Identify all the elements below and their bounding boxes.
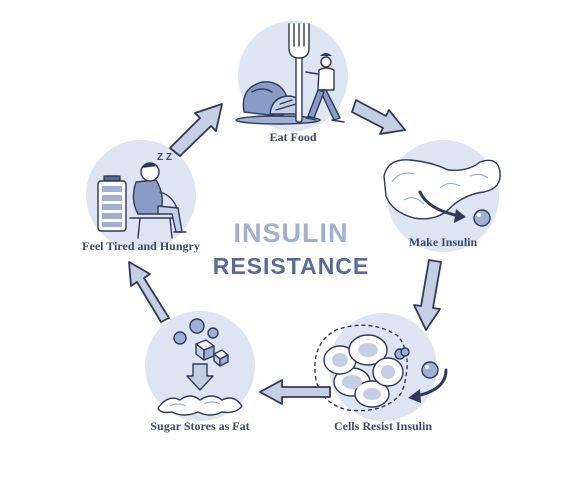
- arrow-insulin-to-cells: [413, 259, 442, 331]
- make-insulin-label: Make Insulin: [409, 235, 478, 249]
- title-line-2: RESISTANCE: [213, 253, 370, 279]
- center-title: INSULIN RESISTANCE: [213, 218, 370, 279]
- food-plate-icon: [235, 81, 321, 125]
- stage-sugar-stores: Sugar Stores as Fat: [145, 311, 255, 433]
- stage-eat-food: Eat Food: [235, 21, 348, 144]
- arrow-eat-to-insulin: [351, 99, 406, 135]
- arrow-sugar-to-tired: [128, 261, 170, 323]
- arrow-cells-to-sugar: [259, 379, 331, 405]
- stage-feel-tired: Z Z Feel Tired and Hungry: [82, 140, 200, 253]
- battery-icon: [97, 175, 127, 232]
- fat-pile-icon: [157, 395, 243, 416]
- eat-food-label: Eat Food: [269, 130, 316, 144]
- person-icon: [305, 53, 345, 123]
- pancreas-icon: [383, 159, 501, 227]
- stage-make-insulin: Make Insulin: [383, 140, 501, 252]
- arrow-tired-to-eat: [169, 103, 223, 157]
- cells-resist-label: Cells Resist Insulin: [334, 419, 432, 433]
- sugar-stores-label: Sugar Stores as Fat: [150, 419, 249, 433]
- sleeping-person-icon: [129, 162, 187, 239]
- feel-tired-label: Feel Tired and Hungry: [82, 239, 200, 253]
- fat-cells-icon: [314, 324, 448, 412]
- sugar-cubes-icon: [173, 318, 229, 391]
- title-line-1: INSULIN: [234, 218, 349, 248]
- stage-cells-resist: Cells Resist Insulin: [314, 313, 448, 433]
- sleep-z-text: Z Z: [157, 152, 172, 163]
- fork-icon: [288, 23, 310, 123]
